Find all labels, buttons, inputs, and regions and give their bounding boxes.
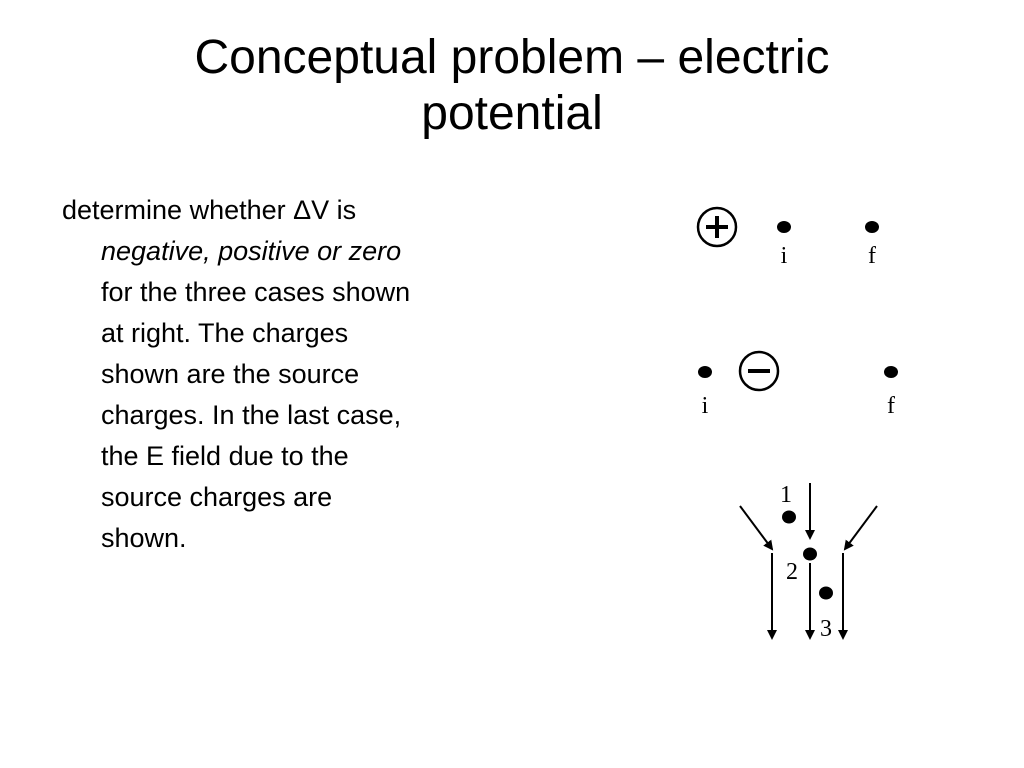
point-i-label: i bbox=[702, 393, 709, 419]
cases-diagram: i f i f bbox=[696, 206, 898, 642]
point-2-label: 2 bbox=[786, 559, 798, 585]
body-line-2-italic: negative, positive or zero bbox=[101, 236, 402, 266]
body-line-7: the E field due to the bbox=[101, 441, 349, 471]
case-2: i f bbox=[698, 350, 898, 419]
point-2-dot bbox=[803, 547, 817, 561]
body-line-4: at right. The charges bbox=[101, 318, 349, 348]
body-line-6: charges. In the last case, bbox=[101, 400, 402, 430]
slide-title-line-1: Conceptual problem – electric bbox=[194, 31, 830, 84]
case-3: 1 2 3 bbox=[739, 482, 878, 642]
negative-charge-icon bbox=[738, 350, 780, 392]
point-3-dot bbox=[819, 586, 833, 600]
body-line-2: negative, positive or zero bbox=[62, 231, 512, 272]
positive-charge-icon bbox=[696, 206, 738, 248]
body-line-8: source charges are bbox=[101, 482, 333, 512]
body-line-5: shown are the source bbox=[101, 359, 360, 389]
point-f-dot bbox=[865, 221, 879, 233]
slide-title-line-2: potential bbox=[421, 87, 603, 140]
field-arrow-upper-left bbox=[739, 505, 774, 551]
cases-figure: i f i f bbox=[680, 195, 920, 655]
field-arrows bbox=[739, 483, 878, 640]
point-i-label: i bbox=[781, 243, 788, 269]
slide-title: Conceptual problem – electric potential bbox=[40, 30, 984, 142]
body-line-1: determine whether ΔV is bbox=[62, 195, 357, 225]
problem-statement: determine whether ΔV is negative, positi… bbox=[62, 190, 512, 559]
body-line-9: shown. bbox=[101, 523, 187, 553]
point-1-label: 1 bbox=[780, 482, 792, 508]
point-3-label: 3 bbox=[820, 616, 832, 642]
case-1: i f bbox=[696, 206, 879, 269]
point-1-dot bbox=[782, 510, 796, 524]
point-f-label: f bbox=[887, 393, 895, 419]
body-line-3: for the three cases shown bbox=[101, 277, 411, 307]
point-f-label: f bbox=[868, 243, 876, 269]
point-f-dot bbox=[884, 366, 898, 378]
point-i-dot bbox=[777, 221, 791, 233]
point-i-dot bbox=[698, 366, 712, 378]
field-arrow-upper-right bbox=[843, 505, 878, 551]
